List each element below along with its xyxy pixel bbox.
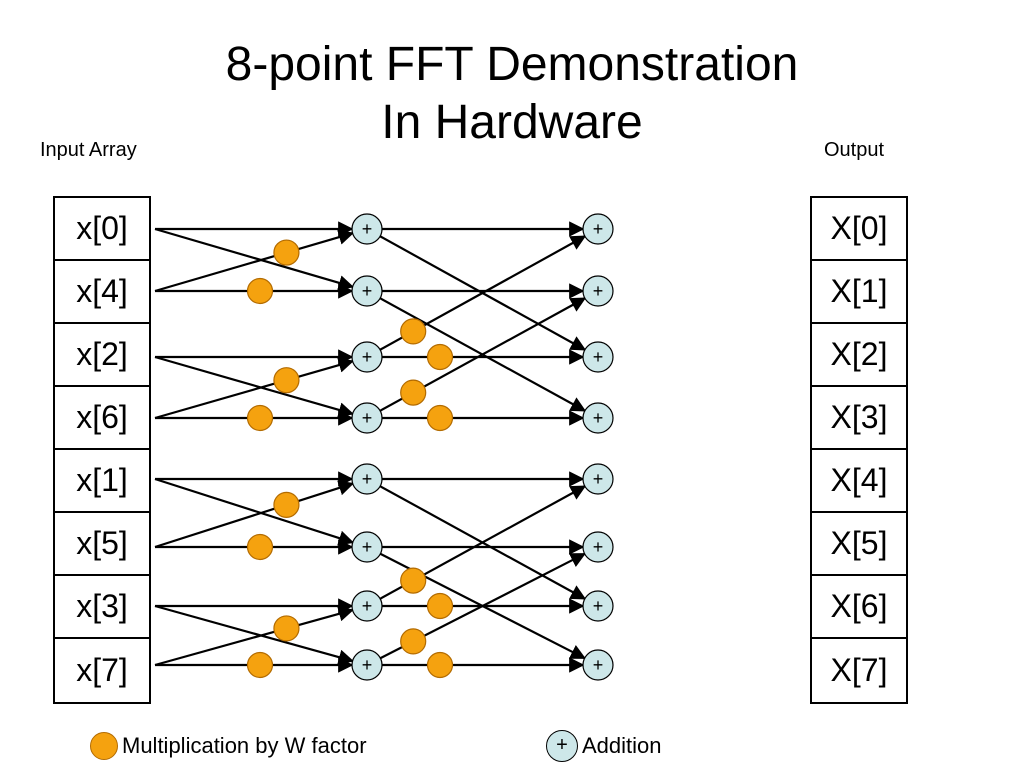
stage2-adder: + [582, 275, 614, 307]
stage2-adder: + [582, 213, 614, 245]
stage1-adder: + [351, 402, 383, 434]
stage2-wire-cross-up [366, 297, 587, 419]
input-array: x[0] x[4] x[2] x[6] x[1] x[5] x[3] x[7] [53, 196, 151, 704]
svg-text:+: + [593, 469, 604, 489]
title-line-1: 8-point FFT Demonstration [225, 38, 799, 91]
stage2-wire-cross-down [366, 228, 587, 351]
svg-text:+: + [362, 596, 373, 616]
stage1-adder: + [351, 463, 383, 495]
svg-text:+: + [362, 655, 373, 675]
stage1-adder: + [351, 590, 383, 622]
stage1-wire-cross-up [154, 229, 355, 293]
stage1-multiplier-cross [273, 491, 300, 518]
legend-addition-label: Addition [582, 733, 662, 758]
stage1-multiplier-straight [246, 651, 274, 679]
stage1-multiplier-straight [246, 533, 274, 561]
svg-text:+: + [362, 469, 373, 489]
stage2-multiplier-straight [426, 343, 454, 371]
adder-icon: + [546, 730, 578, 762]
output-cell-4: X[4] [812, 450, 906, 513]
input-cell-6: x[3] [55, 576, 149, 639]
output-cell-2: X[2] [812, 324, 906, 387]
output-array: X[0] X[1] X[2] X[3] X[4] X[5] X[6] X[7] [810, 196, 908, 704]
stage2-multiplier-straight [426, 404, 454, 432]
stage1-wire-cross-down [154, 355, 355, 418]
stage2-wire-cross-down [366, 290, 587, 412]
stage2-wire-cross-down [366, 546, 587, 660]
svg-text:+: + [593, 596, 604, 616]
stage1-multiplier-straight [246, 277, 274, 305]
svg-text:+: + [362, 281, 373, 301]
stage1-multiplier-cross [273, 615, 300, 642]
stage1-adder: + [351, 275, 383, 307]
input-cell-4: x[1] [55, 450, 149, 513]
output-cell-6: X[6] [812, 576, 906, 639]
stage1-wire-cross-up [154, 357, 355, 420]
stage1-wire-cross-up [154, 480, 355, 549]
stage2-adder: + [582, 649, 614, 681]
stage2-multiplier-cross [400, 318, 427, 345]
page-title: 8-point FFT Demonstration In Hardware [0, 36, 1024, 152]
stage1-wire-cross-down [154, 604, 355, 665]
stage1-multiplier-cross [273, 367, 300, 394]
input-cell-3: x[6] [55, 387, 149, 450]
svg-text:+: + [593, 408, 604, 428]
stage2-multiplier-straight [426, 651, 454, 679]
stage2-adder: + [582, 341, 614, 373]
input-cell-7: x[7] [76, 651, 128, 688]
legend-multiplication: Multiplication by W factor [90, 730, 367, 762]
stage2-adder: + [582, 531, 614, 563]
legend-addition: + Addition [546, 730, 662, 762]
input-array-caption: Input Array [40, 139, 137, 161]
stage2-adder: + [582, 590, 614, 622]
svg-text:+: + [362, 537, 373, 557]
stage1-adder: + [351, 649, 383, 681]
output-cell-0: X[0] [812, 198, 906, 261]
stage2-wire-cross-up [366, 235, 587, 358]
stage2-multiplier-cross [400, 628, 427, 655]
stage2-wire-cross-up [366, 552, 587, 666]
legend-multiplication-label: Multiplication by W factor [122, 733, 367, 758]
output-cell-3: X[3] [812, 387, 906, 450]
stage1-adder: + [351, 341, 383, 373]
stage1-adder: + [351, 531, 383, 563]
stage1-wire-cross-up [154, 606, 355, 667]
stage2-multiplier-cross [400, 379, 427, 406]
stage2-adder: + [582, 463, 614, 495]
svg-text:+: + [593, 537, 604, 557]
stage1-multiplier-straight [246, 404, 274, 432]
multiplier-icon [90, 732, 118, 760]
output-array-caption: Output [824, 139, 885, 161]
stage2-multiplier-straight [426, 592, 454, 620]
wires-layer [154, 221, 587, 673]
svg-text:+: + [362, 347, 373, 367]
input-cell-5: x[5] [55, 513, 149, 576]
title-line-2: In Hardware [381, 96, 643, 149]
svg-text:+: + [593, 219, 604, 239]
stage2-wire-cross-down [366, 478, 587, 600]
stage1-adder: + [351, 213, 383, 245]
svg-text:+: + [593, 655, 604, 675]
input-cell-1: x[4] [55, 261, 149, 324]
svg-text:+: + [362, 408, 373, 428]
svg-text:+: + [362, 219, 373, 239]
input-cell-2: x[2] [55, 324, 149, 387]
input-cell-0: x[0] [55, 198, 149, 261]
output-cell-7: X[7] [830, 651, 888, 688]
stage1-wire-cross-down [154, 477, 355, 546]
svg-text:+: + [593, 281, 604, 301]
stage1-multiplier-cross [273, 239, 300, 266]
nodes-layer: + + + + + + + + + + + + + + + + [246, 213, 614, 681]
stage1-wire-cross-down [154, 227, 355, 291]
output-cell-5: X[5] [812, 513, 906, 576]
output-cell-1: X[1] [812, 261, 906, 324]
stage2-multiplier-cross [400, 567, 427, 594]
svg-text:+: + [593, 347, 604, 367]
stage2-adder: + [582, 402, 614, 434]
